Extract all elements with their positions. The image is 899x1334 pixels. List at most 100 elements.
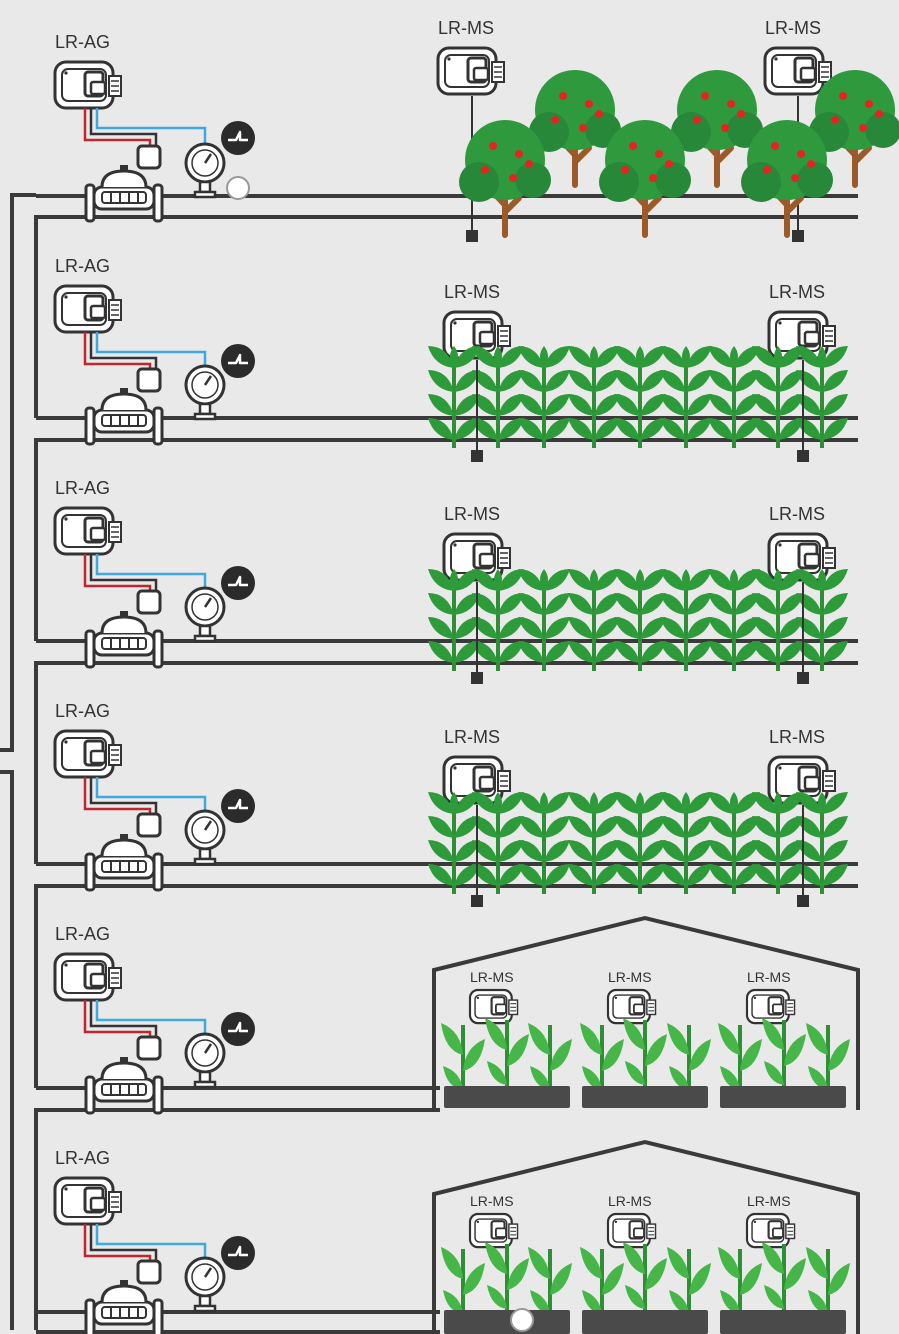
pressure-gauge-icon xyxy=(184,1256,226,1313)
sensor-device-icon xyxy=(745,1212,796,1249)
scroll-handle[interactable] xyxy=(510,1308,534,1332)
plant-icon xyxy=(621,1240,669,1316)
gateway-label: LR-AG xyxy=(55,1148,110,1168)
sensor-label-2: LR-MS xyxy=(769,282,825,302)
gateway-device-icon xyxy=(53,506,123,556)
planter-bed xyxy=(444,1086,570,1108)
row-field-3: LR-AG LR-MS LR-MS xyxy=(34,701,858,1088)
valve-icon xyxy=(84,386,164,446)
plant-icon xyxy=(516,344,572,450)
gateway-device-icon xyxy=(53,284,123,334)
signal-badge-icon xyxy=(219,787,257,825)
plant-icon xyxy=(804,1245,852,1321)
valve-icon xyxy=(84,609,164,669)
sensor-label-2: LR-MS xyxy=(608,1193,652,1209)
plant-icon xyxy=(483,1016,531,1092)
gateway-label: LR-AG xyxy=(55,478,110,498)
sensor-label-3: LR-MS xyxy=(747,969,791,985)
sensor-device-icon xyxy=(763,46,833,96)
plant-icon xyxy=(516,790,572,896)
plant-icon xyxy=(665,1021,713,1097)
plant-icon xyxy=(706,790,762,896)
valve-icon xyxy=(84,163,164,223)
plant-icon xyxy=(426,790,482,896)
signal-badge-icon xyxy=(219,564,257,602)
sensor-label-2: LR-MS xyxy=(765,18,821,38)
plant-icon xyxy=(439,1245,487,1321)
gateway-device-icon xyxy=(53,60,123,110)
pressure-gauge-icon xyxy=(184,142,226,199)
signal-badge-icon xyxy=(219,1010,257,1048)
plant-row xyxy=(426,567,850,673)
plant-icon xyxy=(566,790,622,896)
signal-badge-icon xyxy=(219,119,257,157)
sensor-label-2: LR-MS xyxy=(608,969,652,985)
plant-icon xyxy=(426,344,482,450)
gateway-device-icon xyxy=(53,1176,123,1226)
plant-icon xyxy=(526,1021,574,1097)
plant-icon xyxy=(612,344,668,450)
plant-icon xyxy=(716,1021,764,1097)
gateway-device-icon xyxy=(53,952,123,1002)
plant-icon xyxy=(578,1245,626,1321)
sensor-label-1: LR-MS xyxy=(444,504,500,524)
sensor-label-1: LR-MS xyxy=(438,18,494,38)
plant-icon xyxy=(750,790,806,896)
sensor-label-2: LR-MS xyxy=(769,504,825,524)
sensor-label-1: LR-MS xyxy=(470,969,514,985)
pressure-gauge-icon xyxy=(184,809,226,866)
greenhouse-outline xyxy=(432,1139,860,1334)
signal-badge-icon xyxy=(219,1234,257,1272)
plant-icon xyxy=(658,344,714,450)
plant-icon xyxy=(716,1245,764,1321)
plant-icon xyxy=(760,1240,808,1316)
gateway-label: LR-AG xyxy=(55,256,110,276)
scroll-handle[interactable] xyxy=(226,176,250,200)
plant-icon xyxy=(470,344,526,450)
row-greenhouse-1: LR-AG LR-MS LR-MS LR-MS xyxy=(34,915,860,1330)
plant-icon xyxy=(578,1021,626,1097)
signal-badge-icon xyxy=(219,342,257,380)
greenhouse-plants xyxy=(439,1240,852,1321)
plant-icon xyxy=(439,1021,487,1097)
plant-icon xyxy=(658,567,714,673)
sensor-device-icon xyxy=(468,988,519,1025)
row-greenhouse-2: LR-AG LR-MS LR-MS LR-MS xyxy=(36,1139,860,1334)
valve-icon xyxy=(84,1278,164,1334)
planter-bed xyxy=(720,1086,846,1108)
main-supply-pipe xyxy=(0,193,36,1330)
planter-bed xyxy=(444,1310,570,1334)
plant-icon xyxy=(470,567,526,673)
gateway-device-icon xyxy=(53,729,123,779)
plant-icon xyxy=(526,1245,574,1321)
greenhouse-outline xyxy=(432,915,860,1110)
greenhouse-plants xyxy=(439,1016,852,1097)
plant-icon xyxy=(612,567,668,673)
plant-icon xyxy=(706,344,762,450)
plant-icon xyxy=(706,567,762,673)
plant-icon xyxy=(665,1245,713,1321)
plant-icon xyxy=(426,567,482,673)
pressure-gauge-icon xyxy=(184,586,226,643)
gateway-label: LR-AG xyxy=(55,701,110,721)
row-field-1: LR-AG LR-MS LR-MS xyxy=(34,256,858,641)
sensor-device-icon xyxy=(606,1212,657,1249)
plant-icon xyxy=(804,1021,852,1097)
gateway-label: LR-AG xyxy=(55,924,110,944)
pressure-gauge-icon xyxy=(184,1032,226,1089)
sensor-label-1: LR-MS xyxy=(444,282,500,302)
plant-row xyxy=(426,790,850,896)
gateway-label: LR-AG xyxy=(55,32,110,52)
plant-icon xyxy=(658,790,714,896)
sensor-device-icon xyxy=(468,1212,519,1249)
sensor-label-1: LR-MS xyxy=(470,1193,514,1209)
sensor-device-icon xyxy=(436,46,506,96)
row-orchard: LR-AG LR-MS LR-MS xyxy=(34,18,899,418)
sensor-label-2: LR-MS xyxy=(769,727,825,747)
sensor-label-1: LR-MS xyxy=(444,727,500,747)
valve-icon xyxy=(84,1055,164,1115)
plant-row xyxy=(426,344,850,450)
valve-icon xyxy=(84,832,164,892)
planter-bed xyxy=(720,1310,846,1334)
